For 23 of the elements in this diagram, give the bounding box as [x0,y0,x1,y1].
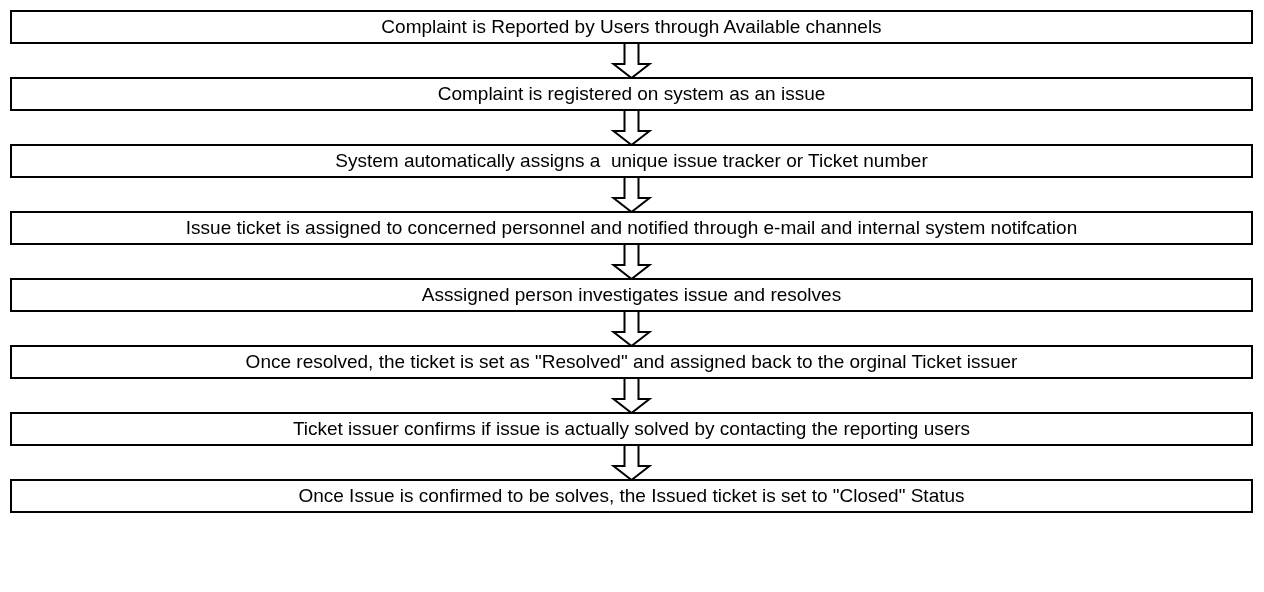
process-box [10,278,1253,312]
block-arrow [610,310,653,348]
step-text: Asssigned person investigates issue and resolves [421,283,842,307]
step-text: Complaint is registered on system as an issue [437,82,826,106]
step-text: Ticket issuer confirms if issue is actually solved by contacting the reporting users [292,417,971,441]
process-box [10,144,1253,178]
process-box [10,77,1253,111]
step-text: Once Issue is confirmed to be solves, the Issued ticket is set to "Closed" Status [298,484,965,508]
process-box [10,10,1253,44]
process-box [10,479,1253,513]
process-box [10,211,1253,245]
block-arrow [610,377,653,415]
process-box [10,412,1253,446]
step-text: Complaint is Reported by Users through Available channels [381,15,882,39]
block-arrow [610,444,653,482]
block-arrow [610,243,653,281]
step-text: Issue ticket is assigned to concerned personnel and notified through e-mail and internal system notifcation [185,216,1078,240]
process-box [10,345,1253,379]
step-text: System automatically assigns a unique issue tracker or Ticket number [335,149,928,173]
step-text: Once resolved, the ticket is set as "Resolved" and assigned back to the orginal Ticket issuer [245,350,1018,374]
block-arrow [610,42,653,80]
block-arrow [610,176,653,214]
block-arrow [610,109,653,147]
